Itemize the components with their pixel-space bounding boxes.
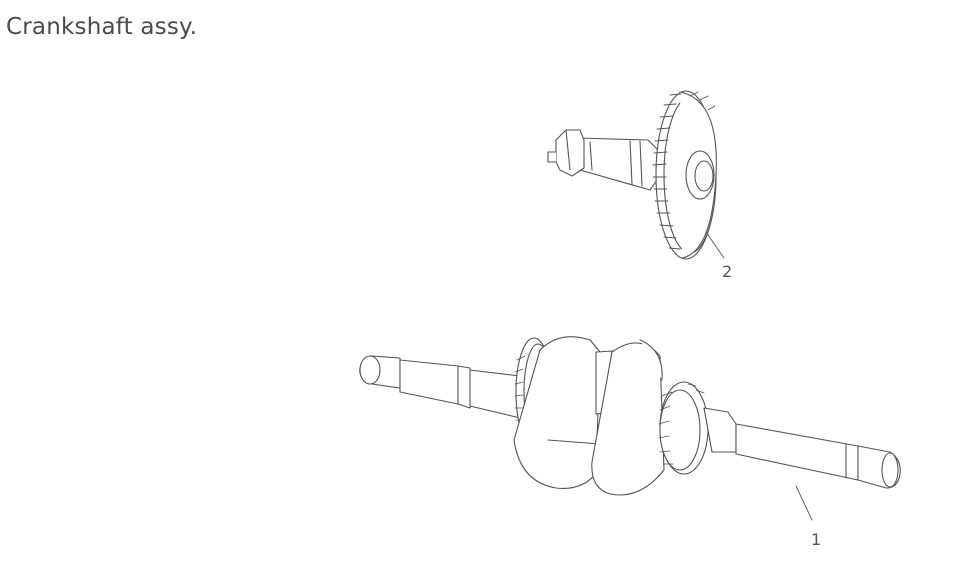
callout-leader-2	[705, 231, 725, 259]
callout-leader-1	[795, 485, 813, 521]
crankshaft-part	[359, 336, 901, 521]
callout-label-1: 1	[811, 530, 822, 549]
page-title: Crankshaft assy.	[6, 14, 198, 40]
callout-label-2: 2	[722, 262, 733, 281]
camshaft-part	[547, 90, 725, 260]
